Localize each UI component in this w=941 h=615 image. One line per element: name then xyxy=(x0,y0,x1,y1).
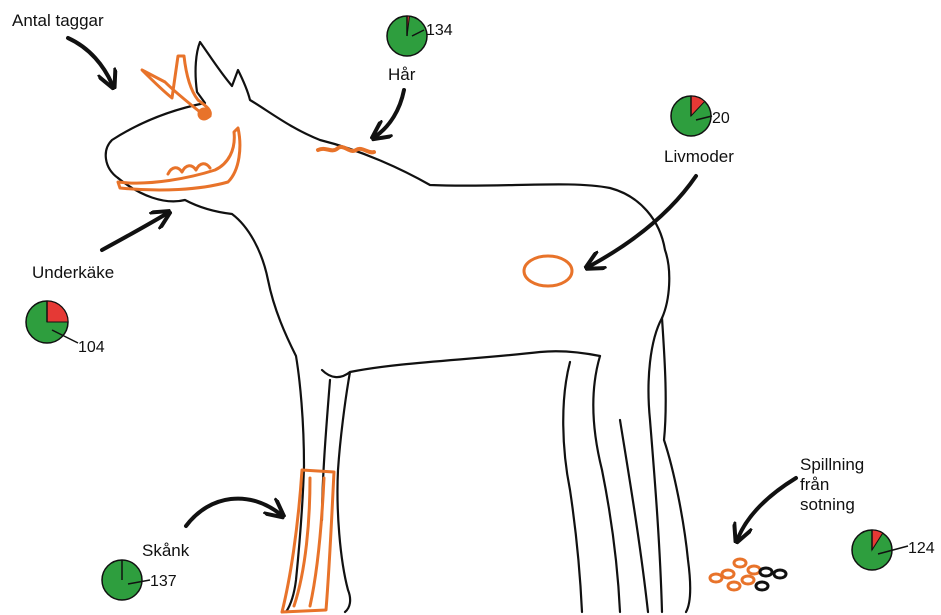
count-dung: 124 xyxy=(908,540,935,557)
arrow-shank xyxy=(186,499,280,526)
dung-pellets xyxy=(710,559,786,590)
arrow-dung xyxy=(738,478,796,538)
moose-outline xyxy=(106,42,690,612)
label-jaw: Underkäke xyxy=(32,263,114,282)
count-uterus: 20 xyxy=(712,110,730,127)
pie-jaw: 104 xyxy=(26,301,105,356)
arrow-hair xyxy=(376,90,404,136)
count-shank: 137 xyxy=(150,573,177,590)
label-shank: Skånk xyxy=(142,541,190,560)
labels: Antal taggar Hår Livmoder Underkäke Skån… xyxy=(12,11,864,560)
label-uterus: Livmoder xyxy=(664,147,734,166)
moose-highlights xyxy=(118,56,572,612)
jaw-pie-red xyxy=(47,301,68,322)
count-jaw: 104 xyxy=(78,339,105,356)
arrow-uterus xyxy=(590,176,696,266)
uterus-highlight xyxy=(524,256,572,286)
label-dung-line1: Spillning xyxy=(800,455,864,474)
jaw-highlight xyxy=(118,128,240,190)
antler-highlight xyxy=(142,56,210,118)
arrow-jaw xyxy=(102,214,166,250)
label-dung-line3: sotning xyxy=(800,495,855,514)
antler-base-dot xyxy=(199,109,209,119)
pie-dung: 124 xyxy=(852,530,935,570)
arrow-antlers xyxy=(68,38,112,84)
label-hair: Hår xyxy=(388,65,416,84)
pie-hair: 134 xyxy=(387,16,453,56)
hair-highlight xyxy=(318,147,374,152)
count-hair: 134 xyxy=(426,22,453,39)
pie-uterus: 20 xyxy=(671,96,730,136)
pie-shank: 137 xyxy=(102,560,177,600)
label-dung-line2: från xyxy=(800,475,829,494)
label-antlers: Antal taggar xyxy=(12,11,104,30)
